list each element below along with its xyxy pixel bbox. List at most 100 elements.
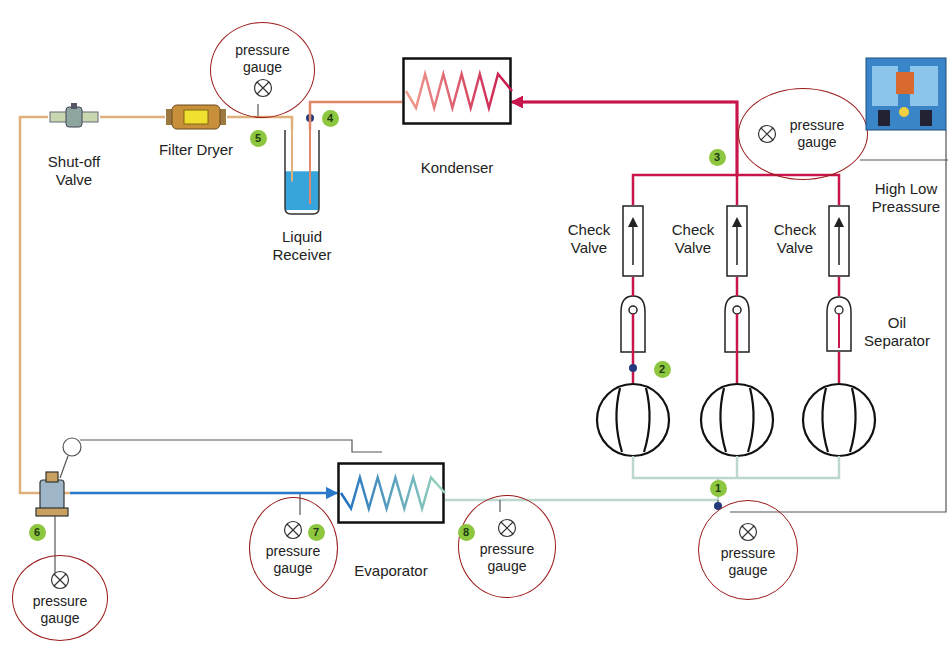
pressure-gauge: pressure gauge	[210, 22, 315, 118]
gauge-content: pressure gauge	[757, 117, 849, 151]
pipe-connector	[839, 277, 840, 296]
drawing-part	[499, 500, 500, 512]
drawing-part	[184, 110, 208, 124]
part-label: High Low Preassure	[860, 180, 952, 216]
drawing-part	[803, 384, 875, 456]
gauge-label: pressure gauge	[475, 541, 539, 575]
drawing-part	[872, 66, 898, 106]
drawing-part	[36, 472, 68, 516]
drawing-part	[878, 110, 890, 126]
drawing-part	[291, 130, 293, 182]
part-label: Check Valve	[768, 221, 822, 257]
callout-number: 3	[709, 149, 726, 166]
gauge-symbol	[283, 520, 303, 540]
drawing-part	[720, 388, 753, 452]
part-label: Check Valve	[562, 221, 616, 257]
pipe-connector	[310, 102, 402, 130]
pipe-line	[310, 102, 402, 130]
condenser-box: Kondenser	[402, 57, 512, 125]
gauge-symbol	[50, 570, 70, 590]
pipe-connector	[227, 117, 292, 130]
pressure-gauge: pressure gauge	[698, 500, 798, 600]
pipe-line	[70, 492, 337, 495]
part-label: Oil Separator	[854, 314, 940, 350]
drawing-part	[736, 277, 739, 296]
drawing-part	[714, 502, 722, 510]
pressure-gauge: pressure gauge	[12, 555, 108, 641]
gauge-label: pressure gauge	[28, 593, 92, 627]
drawing-part	[761, 128, 773, 140]
drawing-part	[445, 478, 718, 500]
node-graphic	[828, 205, 850, 277]
part-label: Check Valve	[666, 221, 720, 257]
drawing-part	[629, 306, 637, 314]
filter-dryer: Filter Dryer	[165, 103, 227, 131]
pipe-line	[838, 277, 841, 296]
drawing-part	[501, 522, 513, 534]
drawing-part	[406, 74, 512, 108]
part-label: Kondenser	[397, 159, 517, 177]
drawing-part	[46, 472, 58, 482]
evaporator-box: Evaporator	[337, 462, 445, 524]
drawing-part	[285, 130, 319, 214]
node-graphic	[622, 205, 644, 277]
drawing-part	[628, 217, 638, 227]
drawing-part	[54, 513, 55, 575]
drawing-part	[896, 72, 914, 94]
drawing-part	[860, 159, 948, 160]
drawing-part	[257, 104, 258, 117]
drawing-part	[632, 314, 635, 384]
drawing-part	[632, 277, 635, 296]
drawing-part	[172, 105, 220, 129]
callout-number: 5	[250, 130, 267, 147]
pipe-line	[512, 102, 737, 205]
gauge-symbol	[497, 518, 517, 538]
gauge-symbol	[757, 124, 777, 144]
drawing-part	[838, 352, 841, 384]
drawing-part	[910, 66, 938, 106]
drawing-part	[40, 480, 64, 510]
node-graphic	[165, 103, 227, 131]
drawing-part	[732, 217, 742, 227]
drawing-part	[36, 508, 68, 516]
pressure-gauge: pressure gauge	[458, 495, 556, 598]
gauge-label: pressure gauge	[261, 543, 325, 577]
gauge-content: pressure gauge	[28, 570, 92, 627]
node-graphic	[283, 130, 321, 216]
callout-number: 6	[29, 524, 46, 541]
gauge-symbol	[738, 522, 758, 542]
drawing-part	[597, 384, 669, 456]
pipe-line	[227, 117, 292, 130]
drawing-part	[52, 571, 69, 588]
drawing-part	[254, 80, 271, 97]
drawing-part	[257, 82, 269, 94]
pipe-connector	[100, 117, 165, 118]
gauge-content: pressure gauge	[716, 522, 780, 579]
part-label: Filter Dryer	[146, 141, 246, 159]
drawing-part	[285, 171, 319, 210]
callout-number: 7	[308, 524, 325, 541]
drawing-part	[629, 364, 637, 372]
drawing-part	[834, 217, 844, 227]
pipe-line	[512, 102, 737, 205]
check-valve: Check Valve	[726, 205, 748, 277]
drawing-part	[616, 388, 649, 452]
node-graphic	[866, 58, 946, 130]
check-valve: Check Valve	[828, 205, 850, 277]
drawing-part	[166, 109, 172, 125]
drawing-part	[285, 521, 302, 538]
pipe-line	[100, 116, 165, 119]
pressure-switch: High Low Preassure	[866, 58, 946, 130]
part-label: Evaporator	[336, 562, 446, 580]
drawing-part	[63, 438, 81, 456]
pressure-gauge: pressure gauge	[738, 88, 868, 180]
gauge-content: pressure gauge	[475, 518, 539, 575]
shutoff-valve: Shut-off Valve	[48, 103, 100, 131]
gauge-symbol	[253, 78, 273, 98]
drawing-part	[733, 306, 741, 314]
callout-number: 2	[654, 361, 671, 378]
gauge-content: pressure gauge	[231, 42, 295, 99]
drawing-part	[287, 524, 299, 536]
drawing-part	[866, 58, 946, 130]
